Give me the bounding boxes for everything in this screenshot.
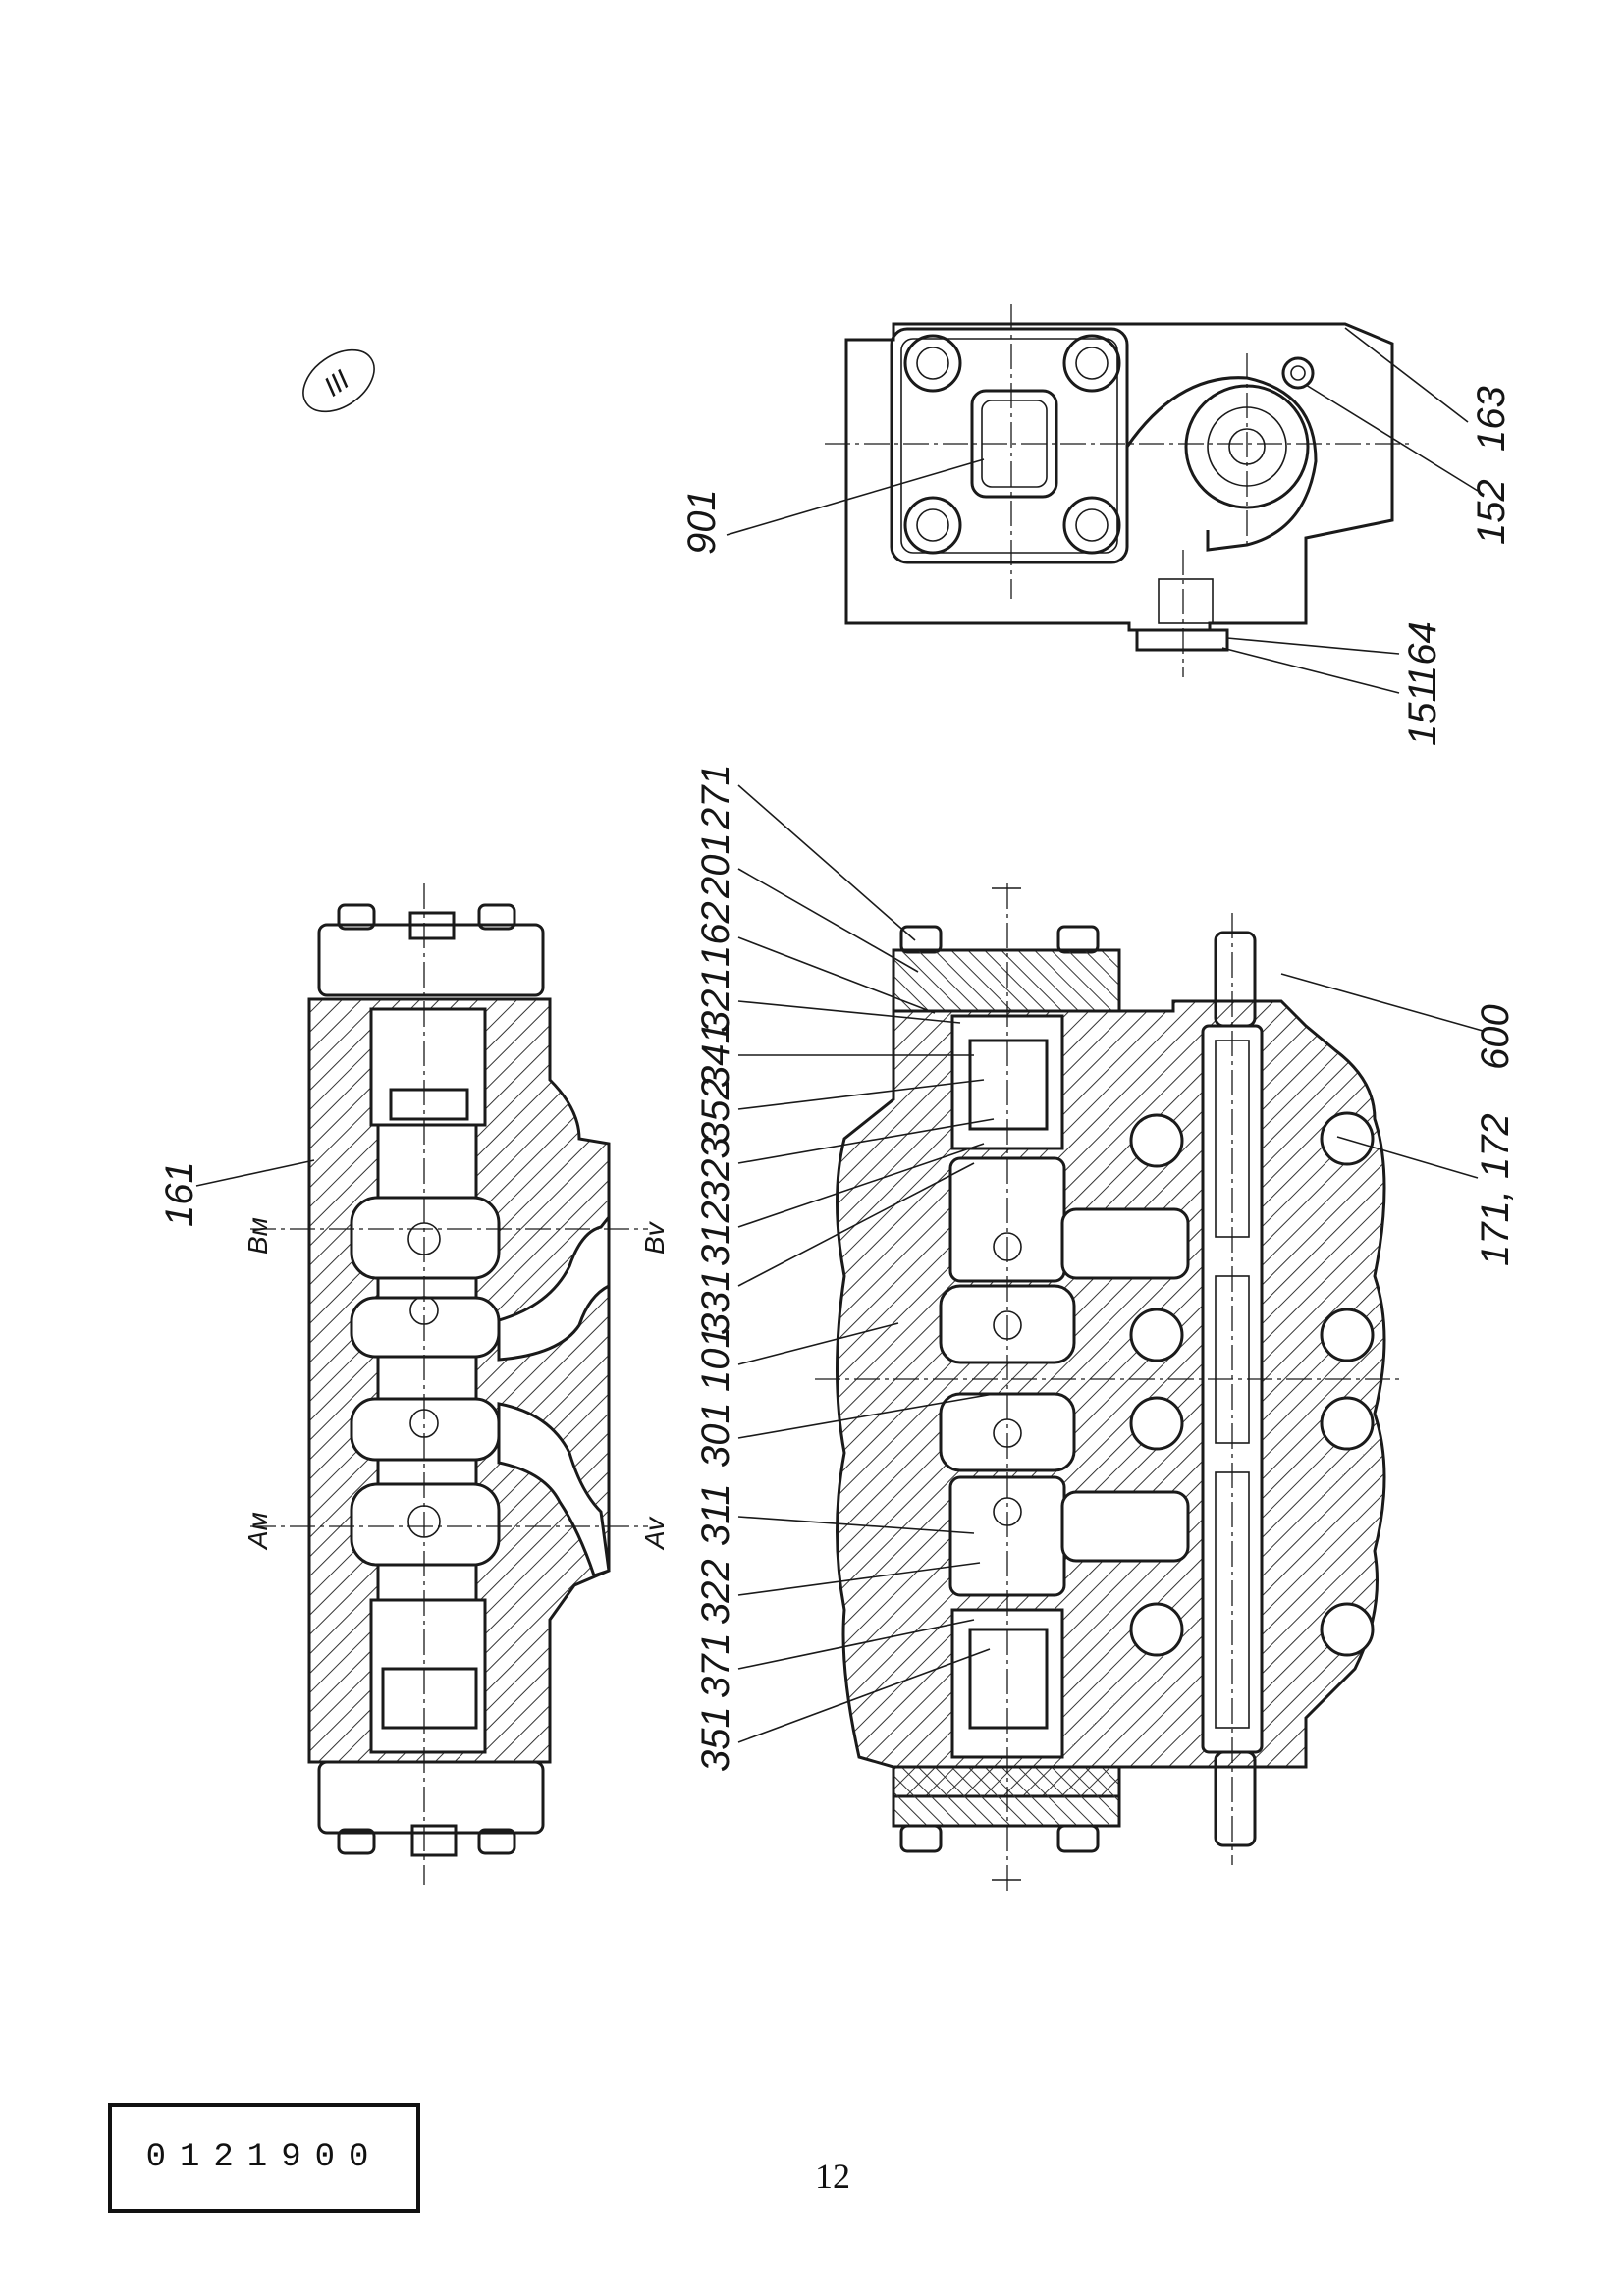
port-labels: Bм Bv Aм Av: [243, 1217, 670, 1551]
callout-163: 163: [1470, 386, 1513, 452]
main-section-view: [815, 883, 1404, 1895]
stamp-mark: III: [302, 348, 375, 413]
callout-161: 161: [158, 1161, 201, 1227]
callout-171-172: 171, 172: [1474, 1113, 1517, 1266]
callout-151: 151: [1401, 680, 1444, 746]
callout-271: 271: [694, 764, 737, 830]
document-number-box: 0121900: [108, 2103, 420, 2213]
callout-164: 164: [1401, 621, 1444, 687]
side-section-view: [250, 883, 648, 1885]
bolt-heads: [903, 334, 1121, 555]
callout-311: 311: [694, 1483, 737, 1546]
stamp-text: III: [318, 364, 354, 402]
callout-162: 162: [694, 901, 737, 967]
callout-labels: 901 152 163 164 151 271 201 162 321 341 …: [158, 386, 1517, 1772]
port-bv: Bv: [639, 1220, 670, 1255]
callout-322: 322: [694, 1559, 737, 1625]
callout-351: 351: [694, 1706, 737, 1772]
callout-331: 331: [694, 1269, 737, 1335]
callout-341: 341: [694, 1022, 737, 1088]
end-view: [825, 304, 1414, 677]
callout-321: 321: [694, 967, 737, 1033]
callout-312: 312: [694, 1201, 737, 1266]
port-am: Aм: [243, 1512, 273, 1551]
document-number: 0121900: [145, 2139, 383, 2176]
port-av: Av: [639, 1516, 670, 1551]
callout-201: 201: [694, 832, 737, 899]
callout-301: 301: [694, 1402, 737, 1468]
callout-901: 901: [680, 489, 724, 555]
page-number: 12: [815, 2157, 850, 2196]
port-bm: Bм: [243, 1217, 273, 1255]
leader-lines: [195, 327, 1484, 1743]
callout-152: 152: [1470, 479, 1513, 545]
callout-600: 600: [1474, 1004, 1517, 1070]
callout-371: 371: [694, 1632, 737, 1698]
callout-101: 101: [694, 1326, 737, 1392]
callout-352: 352: [694, 1078, 737, 1144]
callout-323: 323: [694, 1137, 737, 1202]
